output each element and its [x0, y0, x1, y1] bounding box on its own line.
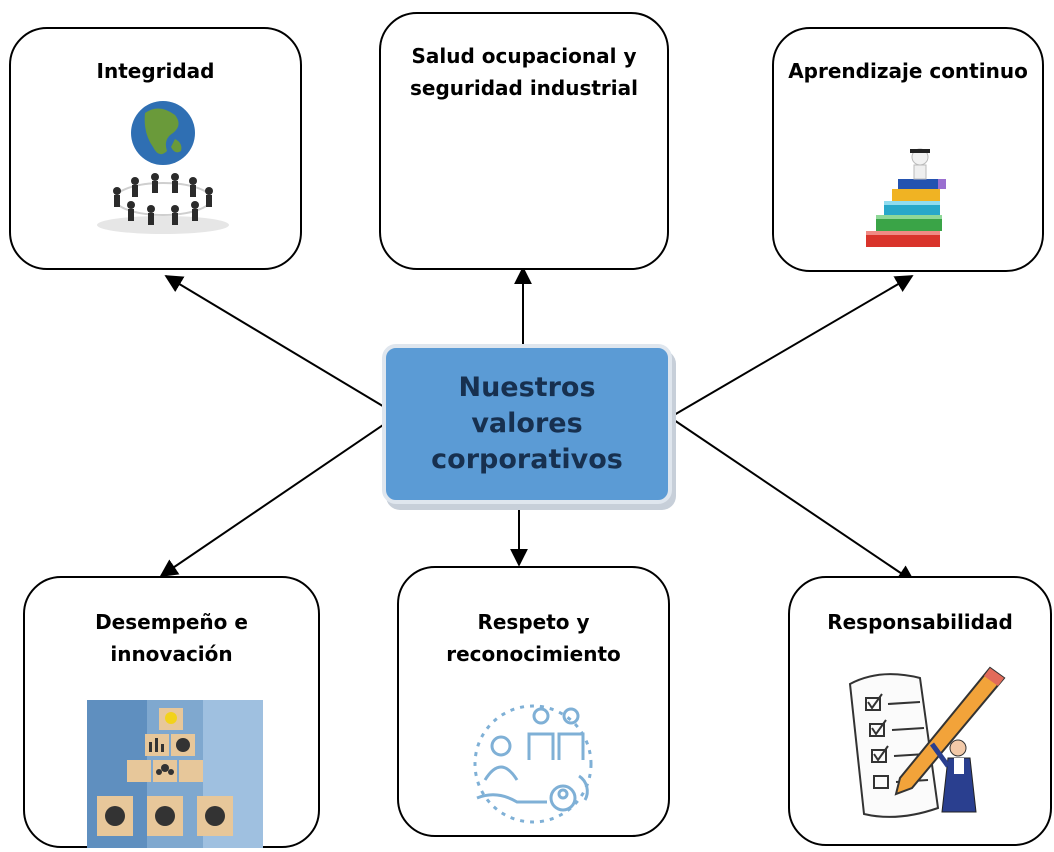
value-label: Salud ocupacional y seguridad industrial: [409, 44, 639, 100]
value-node-salud-ocupacional: Salud ocupacional y seguridad industrial: [379, 12, 669, 270]
central-node-label: Nuestros valores corporativos: [431, 372, 623, 475]
value-label: Desempeño e innovación: [95, 610, 248, 666]
value-node-responsabilidad: Responsabilidad: [788, 576, 1052, 846]
value-label: Responsabilidad: [827, 610, 1013, 634]
arrow-to-aprendizaje: [673, 275, 914, 416]
arrow-to-desempeno: [159, 422, 387, 578]
value-label: Respeto y reconocimiento: [446, 610, 621, 666]
value-node-aprendizaje: Aprendizaje continuo: [772, 27, 1044, 272]
value-node-respeto: Respeto y reconocimiento: [397, 566, 670, 837]
arrow-to-responsabilidad: [673, 419, 916, 584]
innovation-blocks-icon: [87, 700, 263, 848]
respect-people-icon: [467, 702, 603, 828]
value-node-desempeno: Desempeño e innovación: [23, 576, 320, 848]
checklist-pencil-icon: [848, 666, 1006, 818]
value-label: Aprendizaje continuo: [788, 59, 1028, 83]
value-node-integridad: Integridad: [9, 27, 302, 270]
arrow-to-integridad: [164, 275, 387, 409]
graduate-books-icon: [866, 148, 946, 247]
central-node: Nuestros valores corporativos: [382, 344, 672, 504]
globe-people-icon: [97, 101, 229, 234]
value-label: Integridad: [96, 59, 215, 83]
